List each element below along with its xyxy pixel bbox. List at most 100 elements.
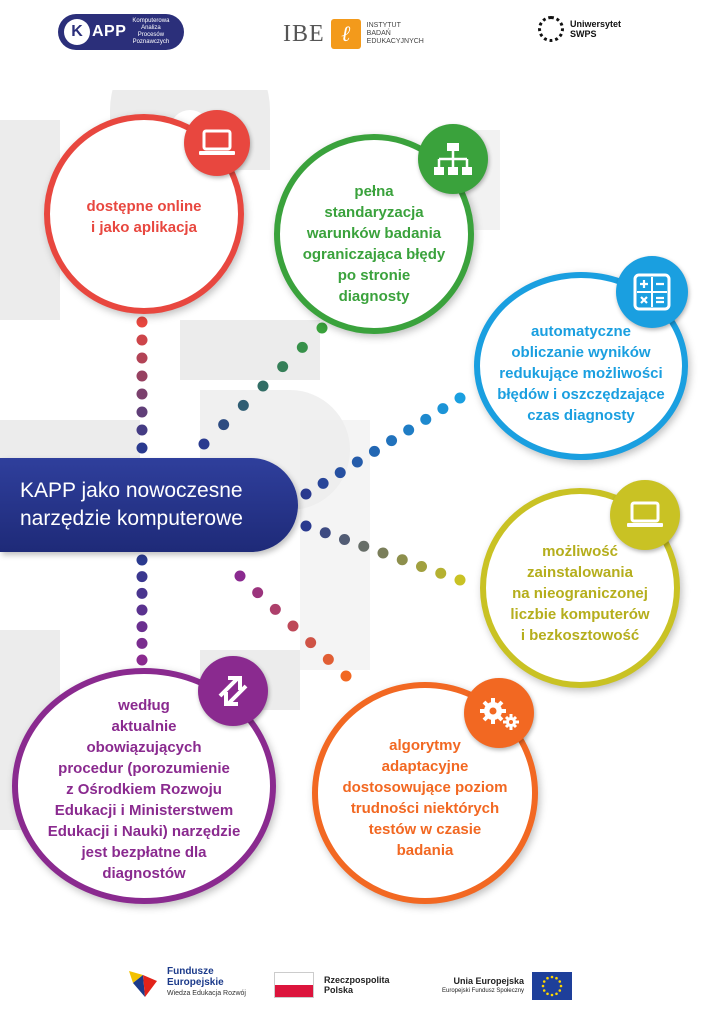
gears-icon — [464, 678, 534, 748]
fe-line: Fundusze — [167, 966, 214, 977]
connector-dot — [136, 388, 148, 400]
fe-logo-mark — [129, 970, 157, 997]
eu-star — [546, 976, 549, 980]
connector-dot — [340, 670, 352, 682]
feature-install-text: możliwość zainstalowania na nieograniczo… — [510, 542, 650, 644]
connector-dot — [437, 403, 449, 415]
hierarchy-icon — [418, 124, 488, 194]
connector-dot — [454, 392, 466, 404]
connector-dot — [136, 424, 148, 436]
kapp-logo-subtitle: Komputerowa Analiza Procesów Poznawczych — [132, 18, 169, 46]
eu-star — [546, 992, 549, 996]
connector-dot — [136, 604, 148, 616]
connector-dot — [234, 570, 246, 582]
connector-dot — [136, 406, 148, 418]
connector-dot — [287, 620, 299, 632]
eu-flag — [532, 972, 573, 1000]
connector-dot — [136, 571, 148, 583]
ibe-logo-subtitle: INSTYTUT BADAŃ EDUKACYJNYCH — [367, 22, 424, 46]
feature-auto-circle: automatyczne obliczanie wyników redukują… — [474, 272, 688, 460]
connector-dot — [396, 554, 408, 566]
swps-line: SWPS — [570, 29, 597, 39]
connector-dot — [317, 477, 329, 489]
connector-dot — [257, 380, 269, 392]
connector-dot — [237, 399, 249, 411]
connector-dot — [198, 438, 210, 450]
calculator-icon — [616, 256, 688, 328]
laptop-icon — [184, 110, 250, 176]
connector-dot — [136, 587, 148, 599]
ue-line: Unia Europejska — [453, 976, 525, 986]
ibe-subtitle-line: BADAŃ — [366, 30, 391, 37]
eu-star — [550, 993, 554, 997]
feature-online-text: dostępne online i jako aplikacja — [86, 198, 202, 236]
eu-star — [542, 980, 546, 983]
laptop-icon — [610, 480, 680, 550]
eu-star — [542, 989, 546, 992]
kapp-logo-mark: K — [64, 19, 90, 45]
eu-star — [555, 992, 558, 996]
connector-dot — [305, 637, 317, 649]
connector-dot — [454, 574, 466, 586]
feature-adaptive-text: algorytmy adaptacyjne dostosowujące pozi… — [342, 737, 508, 859]
rp-line: Polska — [324, 985, 354, 995]
connector-dot — [386, 435, 398, 447]
connector-dot — [416, 561, 427, 572]
central-topic-title: KAPP jako nowoczesne narzędzie komputero… — [20, 479, 243, 530]
unia-europejska-logo: Unia Europejska Europejski Fundusz Społe… — [442, 972, 573, 1000]
swps-logo: Uniwersytet SWPS — [538, 16, 621, 42]
connector-dot — [435, 567, 447, 579]
eu-star — [550, 975, 554, 979]
swps-logo-mark — [538, 16, 564, 42]
swps-logo-text: Uniwersytet SWPS — [570, 19, 621, 39]
connector-dot — [136, 554, 148, 566]
ibe-subtitle-line: EDUKACYJNYCH — [366, 38, 424, 45]
kapp-logo: K APP Komputerowa Analiza Procesów Pozna… — [58, 14, 184, 50]
ibe-logo-mark: ℓ — [330, 19, 361, 49]
kapp-subtitle-line: Procesów — [137, 32, 165, 38]
connector-dot — [136, 370, 148, 382]
kapp-subtitle-line: Analiza — [141, 25, 161, 31]
connector-dot — [136, 621, 148, 633]
feature-adaptive-circle: algorytmy adaptacyjne dostosowujące pozi… — [312, 682, 538, 904]
eu-star — [555, 976, 558, 980]
connector-dot — [403, 424, 415, 436]
connector-dot — [358, 540, 370, 552]
swps-line: Uniwersytet — [570, 19, 622, 29]
connector-dot — [252, 587, 264, 599]
connector-dot — [319, 527, 331, 539]
ue-subline: Europejski Fundusz Społeczny — [442, 988, 525, 994]
central-topic-banner: KAPP jako nowoczesne narzędzie komputero… — [0, 458, 298, 552]
connector-dot — [300, 488, 312, 500]
connector-dot — [368, 445, 380, 457]
exchange-arrows-icon — [198, 656, 268, 726]
rzeczpospolita-polska-logo: Rzeczpospolita Polska — [274, 972, 390, 998]
fe-subline: Wiedza Edukacja Rozwój — [167, 990, 246, 997]
connector-dot — [300, 520, 312, 532]
poland-flag — [274, 972, 314, 998]
feature-auto-text: automatyczne obliczanie wyników redukują… — [497, 322, 665, 424]
rp-line: Rzeczpospolita — [324, 975, 390, 985]
ibe-subtitle-line: INSTYTUT — [366, 22, 401, 29]
connector-dot — [136, 334, 148, 346]
connector-dot — [351, 456, 363, 468]
connector-dot — [136, 637, 148, 649]
connector-dot — [339, 534, 350, 545]
connector-dot — [218, 419, 230, 431]
connector-dot — [136, 654, 148, 666]
eu-star — [558, 980, 562, 983]
connector-dot — [334, 467, 346, 479]
feature-standard-text: pełna standaryzacja warunków badania ogr… — [302, 183, 446, 305]
connector-dot — [136, 352, 148, 364]
kapp-subtitle-line: Poznawczych — [132, 39, 170, 45]
connector-dot — [377, 547, 389, 559]
eu-star — [558, 989, 562, 992]
ibe-logo: IBE ℓ INSTYTUT BADAŃ EDUKACYJNYCH — [283, 18, 424, 50]
connector-dot — [316, 322, 328, 334]
connector-dot — [322, 653, 334, 665]
connector-dot — [277, 361, 289, 373]
eu-star — [541, 984, 545, 988]
feature-free-text: według aktualnie obowiązujących procedur… — [47, 696, 241, 882]
connector-dot — [269, 603, 281, 615]
